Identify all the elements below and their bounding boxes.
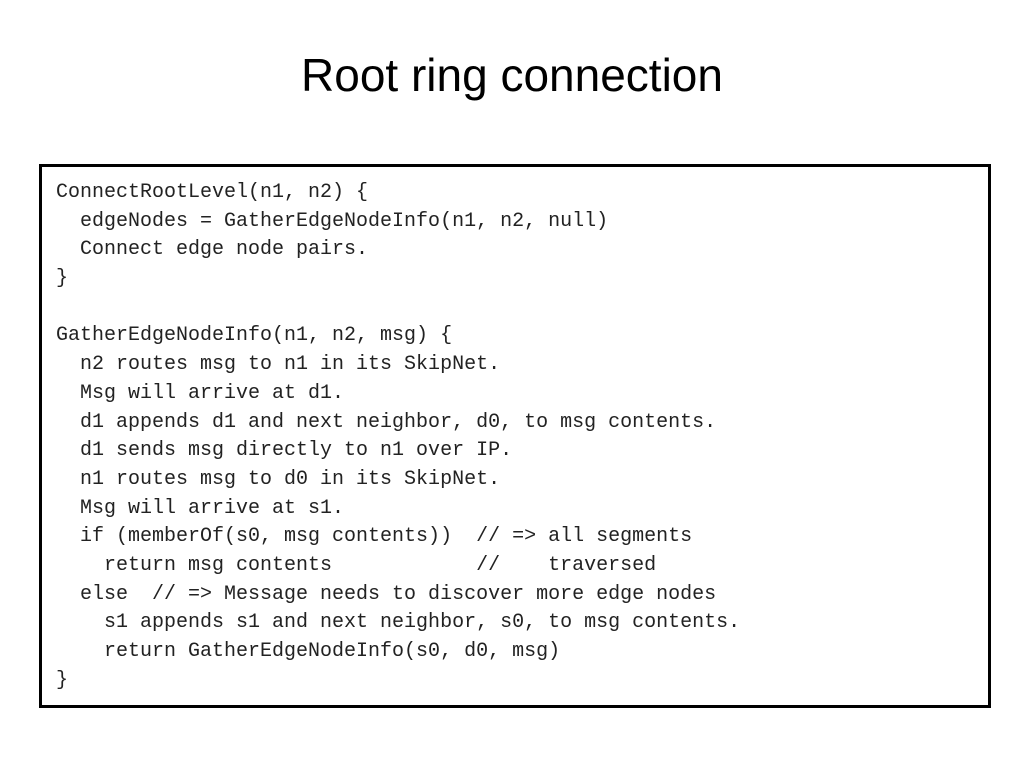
- code-line: n1 routes msg to d0 in its SkipNet.: [56, 467, 501, 491]
- code-line: Connect edge node pairs.: [56, 238, 369, 262]
- code-line: Msg will arrive at d1.: [56, 381, 345, 405]
- code-line: edgeNodes = GatherEdgeNodeInfo(n1, n2, n…: [56, 209, 609, 233]
- code-line: n2 routes msg to n1 in its SkipNet.: [56, 353, 501, 377]
- code-line: else // => Message needs to discover mor…: [56, 582, 717, 606]
- code-line: Msg will arrive at s1.: [56, 496, 345, 520]
- code-line: if (memberOf(s0, msg contents)) // => al…: [56, 525, 693, 549]
- code-line: d1 sends msg directly to n1 over IP.: [56, 439, 513, 463]
- code-line: s1 appends s1 and next neighbor, s0, to …: [56, 611, 741, 635]
- code-listing: ConnectRootLevel(n1, n2) { edgeNodes = G…: [56, 179, 740, 695]
- code-line: GatherEdgeNodeInfo(n1, n2, msg) {: [56, 324, 453, 348]
- code-line: d1 appends d1 and next neighbor, d0, to …: [56, 410, 717, 434]
- code-line: return msg contents // traversed: [56, 553, 657, 577]
- code-line: return GatherEdgeNodeInfo(s0, d0, msg): [56, 640, 561, 663]
- code-line: }: [56, 668, 69, 692]
- slide-title: Root ring connection: [301, 49, 723, 101]
- code-box: ConnectRootLevel(n1, n2) { edgeNodes = G…: [39, 164, 991, 708]
- code-line: ConnectRootLevel(n1, n2) {: [56, 181, 369, 204]
- code-line: }: [56, 267, 69, 291]
- code-line: [56, 294, 740, 323]
